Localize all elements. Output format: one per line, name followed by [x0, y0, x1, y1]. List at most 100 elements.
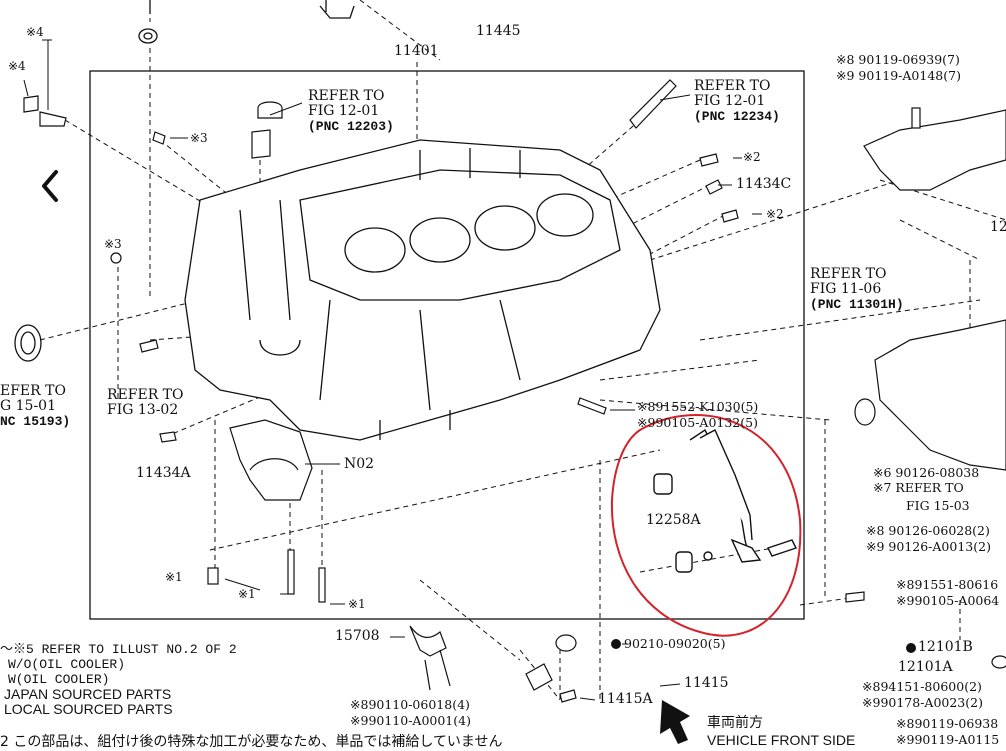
refer-15193-line2: G 15-01	[0, 398, 56, 414]
oil-pan-upper	[863, 109, 1006, 191]
bolt-90110-a0001-pn: 90110-A0001(4)	[368, 713, 471, 728]
bolt-90126-06028: ※8 90126-06028(2)	[866, 524, 990, 538]
bolt-90178: ※990178-A0023(2)	[862, 696, 983, 710]
bolt-90119-06939-mark: ※8	[836, 52, 855, 67]
bolt-90119-06939-pn: 90119-06939(7)	[858, 52, 960, 67]
mark-1-b: ※1	[238, 587, 256, 601]
bolt-90119-06938: ※890119-06938	[896, 717, 998, 731]
bolt-90119-06938-mark: ※8	[896, 716, 915, 731]
bolt-90105-a0064-mark: ※9	[896, 593, 915, 608]
vehicle-front-en: VEHICLE FRONT SIDE	[707, 732, 856, 748]
bolt-90119-a0115: ※990119-A0115	[896, 733, 999, 747]
bolt-90126-08038-mark: ※6	[873, 465, 892, 480]
label-11434c: 11434C	[736, 176, 792, 192]
label-refer-11301h: REFER TO FIG 11-06 (PNC 11301H)	[810, 267, 904, 313]
legend-line4: JAPAN SOURCED PARTS	[4, 686, 172, 702]
label-15708: 15708	[335, 628, 380, 644]
legend-line2: W/O(OIL COOLER)	[8, 657, 126, 672]
bolt-90105-a0132-pn: 90105-A0132(5)	[655, 415, 758, 430]
refer-15-03-line2: FIG 15-03	[906, 498, 970, 513]
bolt-91552: ※891552-K1030(5)	[637, 400, 758, 414]
bolt-90119-a0115-pn: 90119-A0115	[914, 732, 1000, 747]
label-11415: 11415	[684, 675, 729, 691]
legend-line1: ～※5 REFER TO ILLUST NO.2 OF 2	[0, 642, 237, 657]
cylinder-block	[184, 139, 661, 441]
bolt-90126-08038-pn: 90126-08038	[895, 465, 980, 480]
bolt-90178-mark: ※9	[862, 695, 881, 710]
mark-4-a: ※4	[26, 25, 44, 39]
label-11434a: 11434A	[136, 465, 191, 481]
mark-3-a: ※3	[190, 131, 208, 145]
refer-15-03-mark: ※7	[873, 480, 892, 495]
label-11445: 11445	[476, 23, 521, 39]
bolt-90126-08038: ※6 90126-08038	[873, 466, 979, 480]
bolt-90126-06028-pn: 90126-06028(2)	[888, 523, 990, 538]
oil-pan-lower	[854, 319, 1006, 471]
bolt-90119-a0148: ※9 90119-A0148(7)	[836, 69, 961, 83]
bolt-90119-06939: ※8 90119-06939(7)	[836, 53, 960, 67]
bolt-91552-pn: 91552-K1030(5)	[655, 399, 759, 414]
mark-2-a: ※2	[743, 150, 761, 164]
refer-15193-line3: NC 15193)	[0, 414, 71, 429]
bolt-90178-pn: 90178-A0023(2)	[880, 695, 983, 710]
refer-12234-line1: REFER TO	[694, 78, 771, 94]
label-12258a: 12258A	[646, 512, 701, 528]
mark-3-b: ※3	[104, 237, 122, 251]
label-refer-12234: REFER TO FIG 12-01 (PNC 12234)	[694, 78, 780, 125]
label-12101a: 12101A	[898, 659, 953, 675]
bolt-90110-a0001-mark: ※9	[350, 713, 369, 728]
bolt-90119-a0115-mark: ※9	[896, 732, 915, 747]
refer-12234-line2: FIG 12-01	[694, 93, 766, 109]
label-12-partial: 12	[990, 219, 1006, 235]
label-11401: 11401	[394, 43, 439, 59]
refer-15-03-line1: REFER TO	[895, 480, 964, 495]
bolt-90105-a0064: ※990105-A0064	[896, 594, 999, 608]
bearing-cap	[229, 419, 313, 501]
front-arrow	[660, 700, 690, 744]
bolt-91551-mark: ※8	[896, 577, 915, 592]
refer-12203-line3: (PNC 12203)	[308, 119, 394, 134]
refer-15-03: ※7 REFER TO	[873, 481, 964, 495]
bolt-90126-a0013: ※9 90126-A0013(2)	[866, 540, 991, 554]
bolt-91551-pn: 91551-80616	[914, 577, 999, 592]
refer-15193-line1: EFER TO	[0, 383, 66, 399]
bolt-90119-a0148-mark: ※9	[836, 68, 855, 83]
bolt-90105-a0064-pn: 90105-A0064	[914, 593, 1000, 608]
bolt-94151-pn: 94151-80600(2)	[880, 679, 982, 694]
bolt-94151-mark: ※8	[862, 679, 881, 694]
bolt-90105-a0132: ※990105-A0132(5)	[637, 416, 758, 430]
mark-1-c: ※1	[348, 597, 366, 611]
oil-pipe-assembly	[653, 428, 797, 573]
refer-13-02-line2: FIG 13-02	[107, 402, 179, 418]
label-12101b: 12101B	[918, 639, 973, 655]
bolt-90126-a0013-mark: ※9	[866, 539, 885, 554]
label-refer-12203: REFER TO FIG 12-01 (PNC 12203)	[308, 89, 394, 135]
vehicle-front-label: 車両前方 VEHICLE FRONT SIDE	[707, 713, 855, 749]
footer-note: 2 この部品は、組付け後の特殊な加工が必要なため、単品では補給していません	[0, 734, 503, 750]
refer-13-02-line1: REFER TO	[107, 387, 184, 403]
bolt-94151: ※894151-80600(2)	[862, 680, 982, 694]
legend-line5: LOCAL SOURCED PARTS	[4, 701, 173, 717]
mark-2-b: ※2	[766, 207, 784, 221]
mark-1-a: ※1	[165, 570, 183, 584]
bolt-91551: ※891551-80616	[896, 578, 998, 592]
main-frame	[89, 70, 805, 620]
refer-12234-line3: (PNC 12234)	[694, 109, 780, 124]
refer-11301h-line2: FIG 11-06	[810, 281, 882, 297]
label-refer-13-02: REFER TO FIG 13-02	[107, 388, 184, 418]
highlight-ellipse	[610, 414, 802, 637]
bolt-90110-06018-pn: 90110-06018(4)	[368, 697, 470, 712]
bolt-90110-06018: ※890110-06018(4)	[350, 698, 470, 712]
refer-11301h-line3: (PNC 11301H)	[810, 297, 904, 312]
seal-ring	[14, 324, 42, 362]
vehicle-front-jp: 車両前方	[707, 714, 763, 730]
label-11415a: 11415A	[598, 691, 653, 707]
bolt-90126-06028-mark: ※8	[866, 523, 885, 538]
bolt-91552-mark: ※8	[637, 399, 656, 414]
back-button[interactable]	[30, 166, 70, 206]
bolt-90126-a0013-pn: 90126-A0013(2)	[888, 539, 991, 554]
label-n02: N02	[344, 456, 375, 472]
bolt-90105-a0132-mark: ※9	[637, 415, 656, 430]
